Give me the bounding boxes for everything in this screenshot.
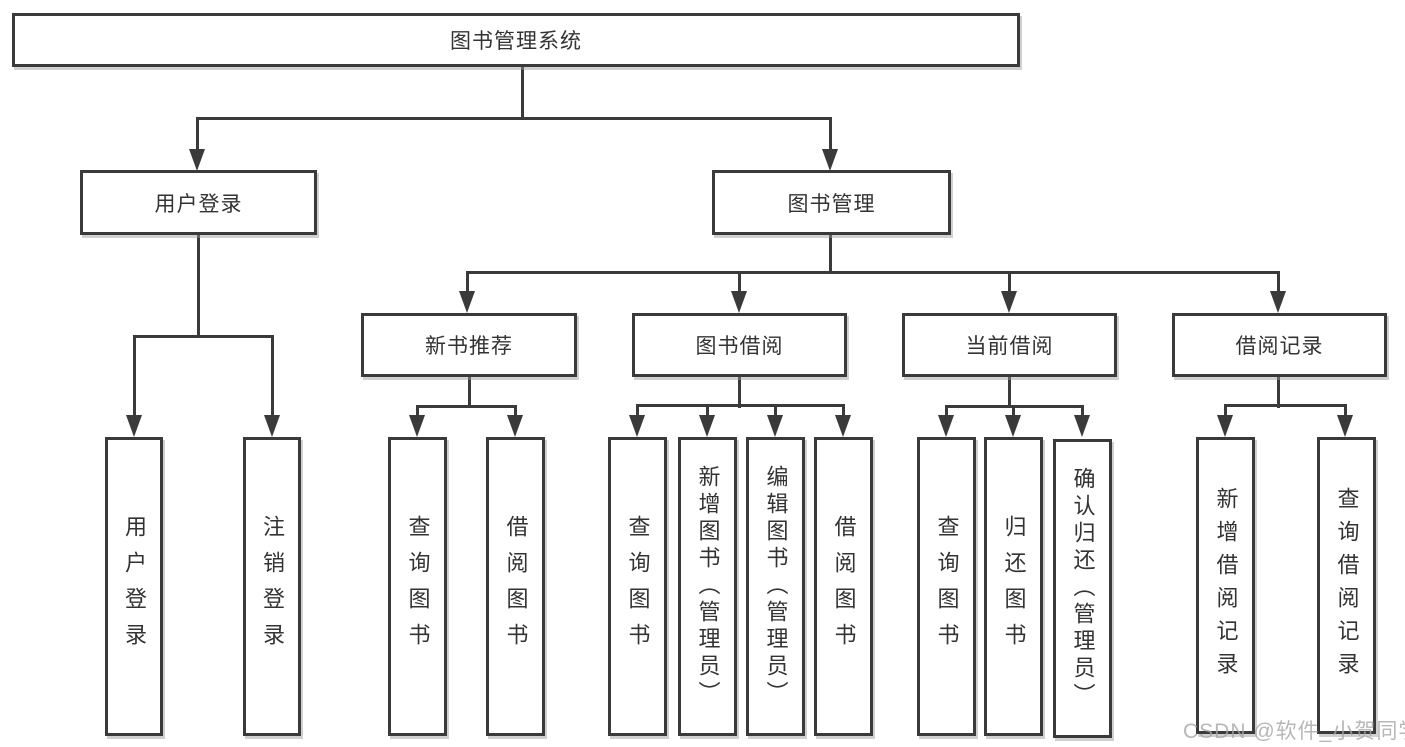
arrowhead-cb-leaf3 bbox=[1074, 415, 1090, 437]
leaf-currentborrow-confirm-admin-label: 确认归还（管理员） bbox=[1070, 467, 1096, 710]
connector-root-stem bbox=[521, 65, 524, 119]
connector-currentborrow-stem bbox=[1008, 377, 1011, 408]
arrowhead-bb-leaf2 bbox=[699, 415, 715, 437]
arrowhead-nb-leaf2 bbox=[507, 415, 523, 437]
leaf-user-login-label: 用户登录 bbox=[122, 514, 147, 659]
leaf-bookborrow-borrow: 借阅图书 bbox=[814, 437, 873, 736]
leaf-currentborrow-query: 查询图书 bbox=[917, 437, 976, 736]
connector-currentborrow-drop bbox=[1008, 271, 1011, 295]
leaf-newbook-borrow-label: 借阅图书 bbox=[503, 514, 529, 659]
arrowhead-cb-leaf1 bbox=[938, 415, 954, 437]
arrowhead-nb-leaf1 bbox=[409, 415, 425, 437]
leaf-newbook-query-label: 查询图书 bbox=[405, 514, 431, 659]
node-current-borrow: 当前借阅 bbox=[902, 313, 1117, 377]
leaf-records-add-label: 新增借阅记录 bbox=[1213, 486, 1239, 685]
leaf-bookborrow-borrow-label: 借阅图书 bbox=[831, 514, 857, 659]
connector-records-bar bbox=[1224, 404, 1347, 407]
connector-nb-leaf2-drop bbox=[514, 405, 517, 421]
arrowhead-br-leaf2 bbox=[1337, 415, 1353, 437]
connector-bb-leaf4-drop bbox=[842, 404, 845, 421]
leaf-bookborrow-edit-admin-label: 编辑图书（管理员） bbox=[763, 465, 789, 708]
arrowhead-bookborrow bbox=[731, 291, 747, 313]
leaf-records-add: 新增借阅记录 bbox=[1196, 437, 1255, 734]
node-borrow-records: 借阅记录 bbox=[1172, 313, 1387, 377]
arrowhead-user-login bbox=[189, 149, 205, 171]
node-book-borrow-label: 图书借阅 bbox=[695, 335, 784, 358]
arrowhead-bb-leaf4 bbox=[835, 415, 851, 437]
connector-records-drop bbox=[1277, 271, 1280, 295]
leaf-newbook-query: 查询图书 bbox=[388, 437, 447, 736]
leaf-bookborrow-query-label: 查询图书 bbox=[625, 514, 651, 659]
connector-cb-leaf1-drop bbox=[945, 405, 948, 421]
leaf-currentborrow-return-label: 归还图书 bbox=[1001, 514, 1027, 659]
connector-user-login-drop bbox=[196, 117, 199, 153]
arrowhead-bb-leaf3 bbox=[767, 415, 783, 437]
leaf-records-query: 查询借阅记录 bbox=[1317, 437, 1376, 734]
arrowhead-ul-leaf2 bbox=[264, 415, 280, 437]
leaf-logout: 注销登录 bbox=[243, 437, 301, 736]
node-user-login: 用户登录 bbox=[80, 170, 317, 235]
leaf-bookborrow-edit-admin: 编辑图书（管理员） bbox=[746, 437, 805, 736]
connector-bb-leaf3-drop bbox=[774, 404, 777, 421]
connector-newbook-stem bbox=[468, 377, 471, 408]
connector-user-login-bar bbox=[133, 335, 274, 338]
node-book-mgmt: 图书管理 bbox=[712, 170, 951, 235]
connector-bookborrow-stem bbox=[738, 377, 741, 408]
leaf-currentborrow-query-label: 查询图书 bbox=[934, 514, 960, 659]
node-current-borrow-label: 当前借阅 bbox=[965, 335, 1054, 358]
csdn-watermark: CSDN @软件_小贺同学 bbox=[1183, 720, 1405, 743]
connector-newbook-bar bbox=[416, 405, 517, 408]
connector-bb-leaf1-drop bbox=[636, 404, 639, 421]
leaf-records-query-label: 查询借阅记录 bbox=[1334, 486, 1360, 685]
connector-level3-bar bbox=[466, 271, 1280, 274]
connector-bb-leaf2-drop bbox=[706, 404, 709, 421]
arrowhead-records bbox=[1270, 291, 1286, 313]
node-new-book-rec: 新书推荐 bbox=[361, 313, 577, 377]
leaf-bookborrow-add-admin: 新增图书（管理员） bbox=[678, 437, 737, 736]
leaf-bookborrow-add-admin-label: 新增图书（管理员） bbox=[695, 465, 721, 708]
arrowhead-br-leaf1 bbox=[1217, 415, 1233, 437]
node-book-borrow: 图书借阅 bbox=[632, 313, 847, 377]
connector-book-mgmt-stem bbox=[829, 234, 832, 274]
arrowhead-cb-leaf2 bbox=[1005, 415, 1021, 437]
connector-bookborrow-drop bbox=[738, 271, 741, 295]
node-book-mgmt-label: 图书管理 bbox=[787, 192, 876, 216]
connector-br-leaf2-drop bbox=[1344, 404, 1347, 421]
connector-records-stem bbox=[1277, 377, 1280, 408]
node-root: 图书管理系统 bbox=[12, 13, 1020, 67]
arrowhead-bb-leaf1 bbox=[629, 415, 645, 437]
leaf-logout-label: 注销登录 bbox=[260, 514, 285, 659]
arrowhead-newbook bbox=[459, 291, 475, 313]
arrowhead-ul-leaf1 bbox=[126, 415, 142, 437]
arrowhead-book-mgmt bbox=[822, 149, 838, 171]
connector-cb-leaf2-drop bbox=[1012, 405, 1015, 421]
connector-ul-leaf2-drop bbox=[271, 335, 274, 419]
leaf-currentborrow-return: 归还图书 bbox=[984, 437, 1043, 736]
node-borrow-records-label: 借阅记录 bbox=[1235, 335, 1324, 358]
leaf-user-login: 用户登录 bbox=[105, 437, 163, 736]
connector-book-mgmt-drop bbox=[829, 117, 832, 153]
leaf-bookborrow-query: 查询图书 bbox=[608, 437, 667, 736]
connector-cb-leaf3-drop bbox=[1081, 405, 1084, 421]
connector-level2-bar bbox=[196, 117, 832, 120]
node-new-book-rec-label: 新书推荐 bbox=[425, 335, 513, 358]
node-root-label: 图书管理系统 bbox=[450, 30, 582, 53]
connector-newbook-drop bbox=[466, 271, 469, 295]
leaf-newbook-borrow: 借阅图书 bbox=[486, 437, 545, 736]
connector-br-leaf1-drop bbox=[1224, 404, 1227, 421]
connector-nb-leaf1-drop bbox=[416, 405, 419, 421]
connector-bookborrow-bar bbox=[636, 404, 845, 407]
connector-ul-leaf1-drop bbox=[133, 335, 136, 419]
leaf-currentborrow-confirm-admin: 确认归还（管理员） bbox=[1053, 439, 1112, 738]
connector-user-login-stem bbox=[197, 234, 200, 338]
arrowhead-currentborrow bbox=[1001, 291, 1017, 313]
node-user-login-label: 用户登录 bbox=[154, 192, 243, 216]
